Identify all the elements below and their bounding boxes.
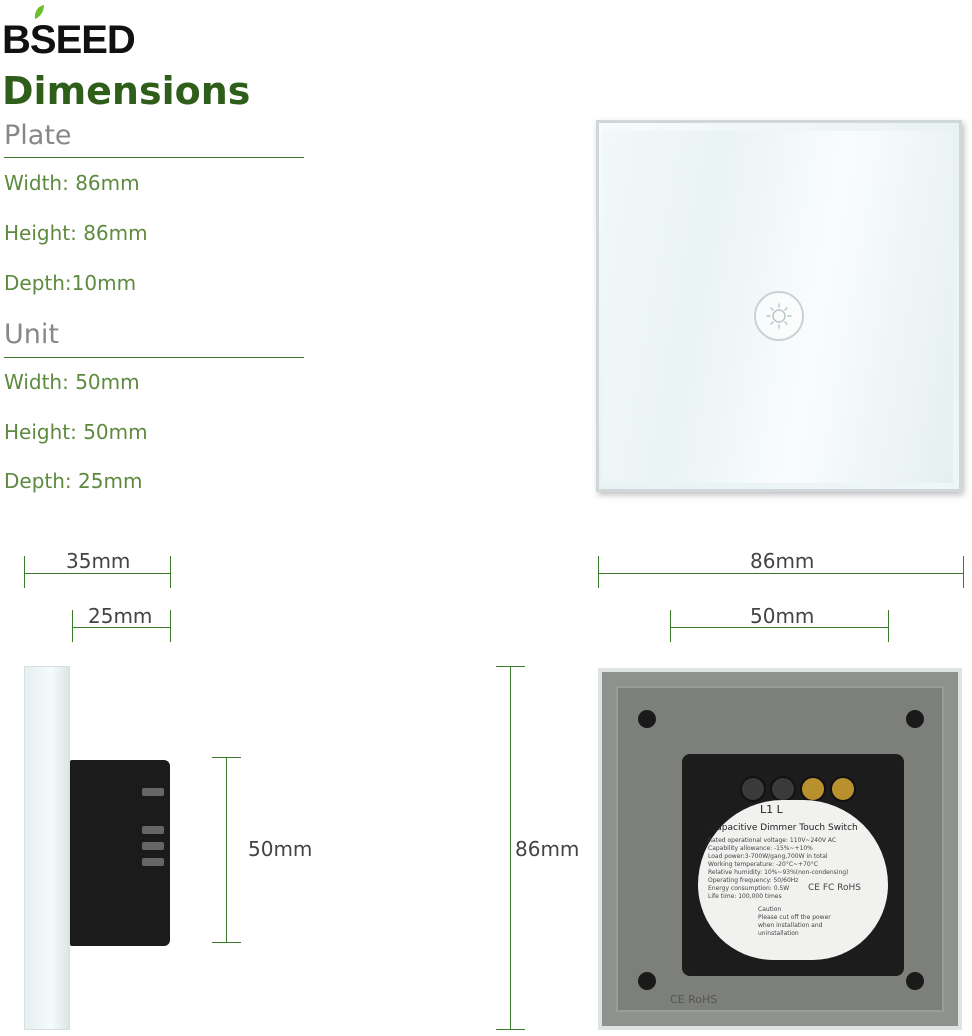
dimension-tick: [170, 610, 171, 642]
brightness-sun-icon: [766, 303, 792, 329]
unit-section-title: Unit: [4, 319, 59, 350]
plate-height-dimension-line: [510, 666, 511, 1030]
unit-height-dimension-line: [226, 757, 227, 943]
spec-line: Energy consumption: 0.5W: [708, 885, 790, 892]
unit-depth-dimension-line: [72, 627, 171, 628]
side-view-glass: [24, 666, 70, 1030]
page-title: Dimensions: [2, 69, 251, 113]
brand-logo: BSEED: [2, 18, 136, 62]
mounting-hole: [638, 972, 656, 990]
spec-line: Rated operational voltage: 110V~240V AC: [708, 837, 837, 844]
dimension-tick: [496, 1029, 525, 1030]
unit-depth-spec: Depth: 25mm: [4, 469, 143, 493]
switch-back-view: L1 L Capacitive Dimmer Touch Switch Rate…: [598, 668, 962, 1030]
back-frame: L1 L Capacitive Dimmer Touch Switch Rate…: [616, 686, 944, 1012]
plate-width-dimension-line: [598, 573, 964, 574]
notch: [142, 826, 164, 834]
plate-certification-marks: CE RoHS: [670, 993, 718, 1006]
terminal-screw: [800, 776, 826, 802]
unit-section-divider: [4, 357, 304, 358]
caution-title: Caution: [758, 906, 782, 913]
product-name: Capacitive Dimmer Touch Switch: [710, 823, 858, 833]
terminal-screw: [740, 776, 766, 802]
unit-height-spec: Height: 50mm: [4, 420, 148, 444]
plate-section-divider: [4, 157, 304, 158]
plate-depth-spec: Depth:10mm: [4, 271, 137, 295]
touch-key: [754, 291, 804, 341]
spec-line: Relative humidity: 10%~93%(non-condensin…: [708, 869, 849, 876]
dimension-tick: [598, 556, 599, 588]
spec-line: Capability allowance: -15%~+10%: [708, 845, 813, 852]
spec-line: Operating frequency: 50/60Hz: [708, 877, 799, 884]
dimension-tick: [212, 942, 241, 943]
terminal-labels: L1 L: [760, 803, 783, 816]
spec-line: Load power:3-700W/gang,700W in total: [708, 853, 828, 860]
plate-height-label: 86mm: [515, 837, 580, 861]
side-view-unit: [70, 760, 170, 946]
certification-marks: CE FC RoHS: [808, 883, 861, 893]
terminal-screw: [770, 776, 796, 802]
terminal-screw: [830, 776, 856, 802]
mounting-hole: [906, 710, 924, 728]
plate-section-title: Plate: [4, 120, 72, 151]
dimension-tick: [888, 610, 889, 642]
notch: [142, 858, 164, 866]
plate-height-spec: Height: 86mm: [4, 221, 148, 245]
switch-front-plate: [596, 120, 962, 492]
mounting-hole: [638, 710, 656, 728]
dimension-tick: [72, 610, 73, 642]
dimension-tick: [670, 610, 671, 642]
glass-panel: [602, 131, 953, 483]
back-unit-width-label: 50mm: [750, 604, 815, 628]
back-unit-width-dimension-line: [670, 627, 888, 628]
side-depth-label: 35mm: [66, 549, 131, 573]
dimension-tick: [963, 556, 964, 588]
leaf-icon: [34, 5, 44, 19]
unit-width-spec: Width: 50mm: [4, 370, 140, 394]
plate-width-spec: Width: 86mm: [4, 171, 140, 195]
spec-line: Life time: 100,000 times: [708, 893, 782, 900]
unit-height-label: 50mm: [248, 837, 313, 861]
dimension-tick: [496, 666, 525, 667]
dimension-tick: [24, 556, 25, 588]
mounting-hole: [906, 972, 924, 990]
unit-depth-label: 25mm: [88, 604, 153, 628]
notch: [142, 842, 164, 850]
side-depth-dimension-line: [24, 573, 171, 574]
notch: [142, 788, 164, 796]
plate-width-label: 86mm: [750, 549, 815, 573]
caution-text: Please cut off the power when installati…: [758, 914, 831, 937]
dimension-tick: [212, 757, 241, 758]
dimension-tick: [170, 556, 171, 588]
spec-line: Working temperature: -20°C~+70°C: [708, 861, 818, 868]
product-label: L1 L Capacitive Dimmer Touch Switch Rate…: [698, 800, 888, 960]
